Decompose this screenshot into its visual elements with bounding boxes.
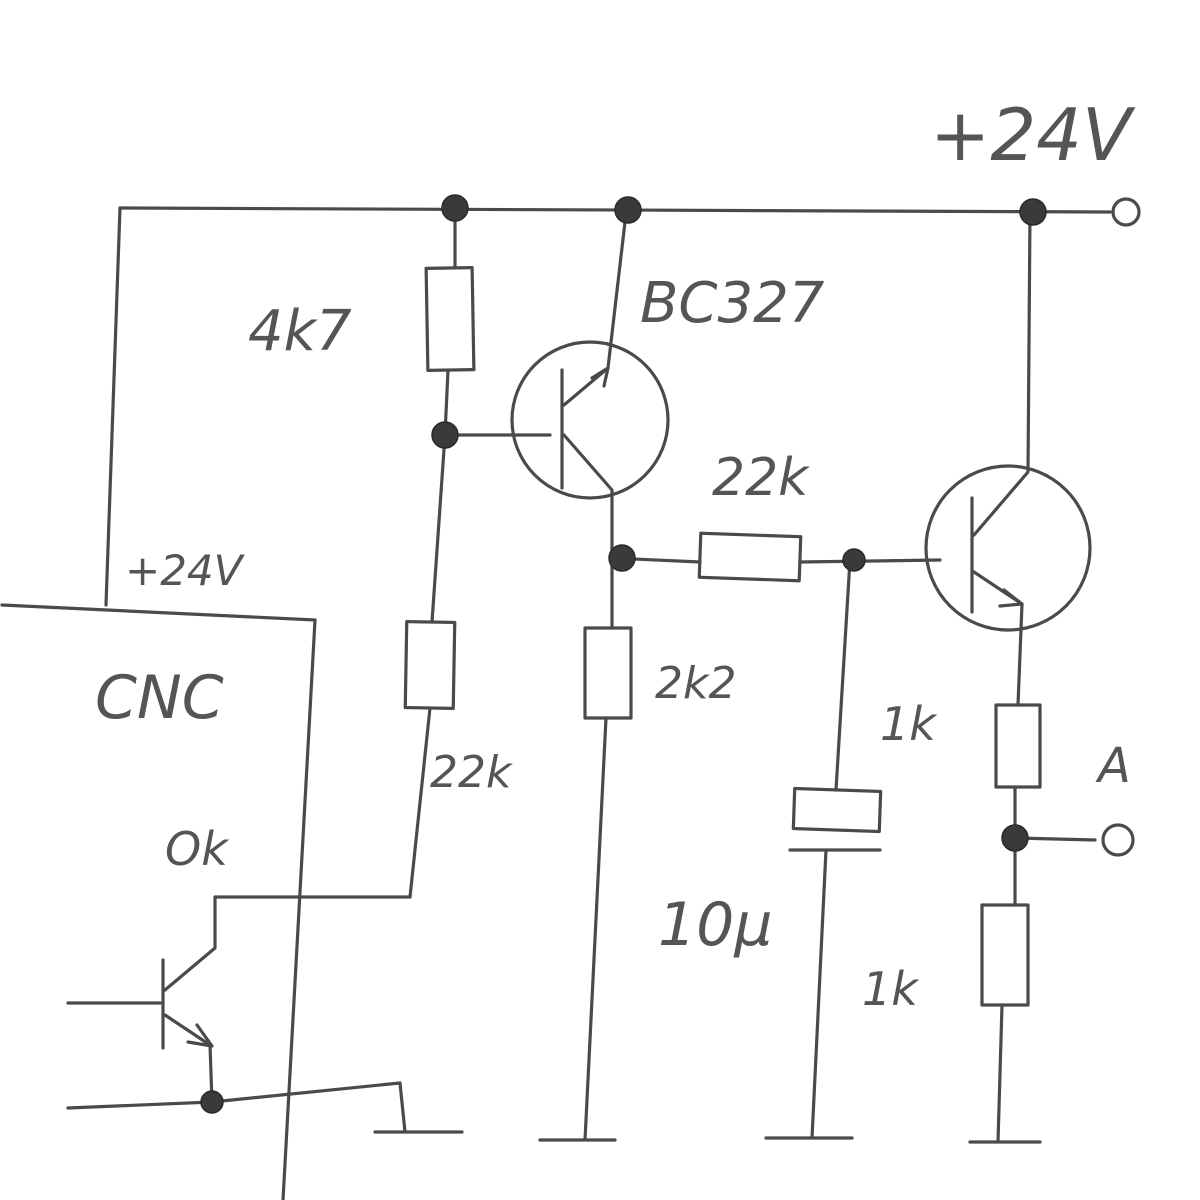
resistor-22k-input — [403, 619, 457, 711]
resistor-1k-emitter-label: 1k — [880, 697, 938, 751]
resistor-4k7-label: 4k7 — [248, 299, 352, 364]
q1-part-label: BC327 — [640, 271, 825, 336]
cnc-ground-wire — [66, 1081, 464, 1134]
cnc-box-outline — [0, 603, 317, 1200]
wire-22k-input-bottom — [408, 706, 432, 899]
capacitor-10u-plate — [791, 786, 883, 834]
resistor-1k-divider — [980, 903, 1030, 1007]
capacitor-10u-neg — [764, 848, 882, 1140]
junction-dot — [614, 196, 642, 224]
capacitor-10u-label: 10µ — [658, 890, 773, 960]
q2-body — [924, 464, 1092, 632]
wire-22k-input-top — [430, 433, 447, 624]
cnc-transistor — [66, 895, 412, 1104]
wire-divider-ground — [968, 1003, 1042, 1144]
cnc-box-label: CNC — [95, 663, 224, 733]
supply-label-cnc: +24V — [125, 546, 246, 595]
resistor-2k2 — [583, 626, 633, 720]
q1-body — [510, 340, 670, 500]
wire-cap-top — [834, 558, 852, 792]
supply-label-top: +24V — [930, 93, 1136, 177]
cnc-supply-wire — [104, 206, 122, 607]
junction-dot — [842, 548, 866, 572]
output-label: A — [1095, 738, 1131, 794]
junction-dot — [200, 1090, 224, 1114]
wire-series-22k — [610, 556, 942, 564]
resistor-22k-input-label: 22k — [430, 747, 513, 798]
junction-dot — [431, 421, 459, 449]
resistor-1k-emitter — [994, 703, 1042, 789]
resistor-4k7 — [424, 266, 476, 372]
junction-dot — [608, 544, 636, 572]
junction-dot — [1001, 824, 1029, 852]
junction-dot — [1019, 198, 1047, 226]
resistor-22k-series-label: 22k — [712, 448, 810, 508]
wire-2k2-ground — [538, 716, 617, 1142]
supply-terminal — [1111, 197, 1141, 227]
output-terminal — [1101, 823, 1135, 857]
q1-arrow — [590, 366, 610, 388]
wire-output-node — [1013, 785, 1097, 907]
resistor-22k-series — [697, 531, 803, 583]
q2-arrow — [998, 588, 1024, 608]
junction-dot — [441, 194, 469, 222]
cnc-ok-label: Ok — [165, 822, 230, 876]
cnc-transistor-arrow — [186, 1023, 214, 1048]
resistor-1k-divider-label: 1k — [862, 962, 920, 1016]
resistor-2k2-label: 2k2 — [655, 658, 736, 709]
